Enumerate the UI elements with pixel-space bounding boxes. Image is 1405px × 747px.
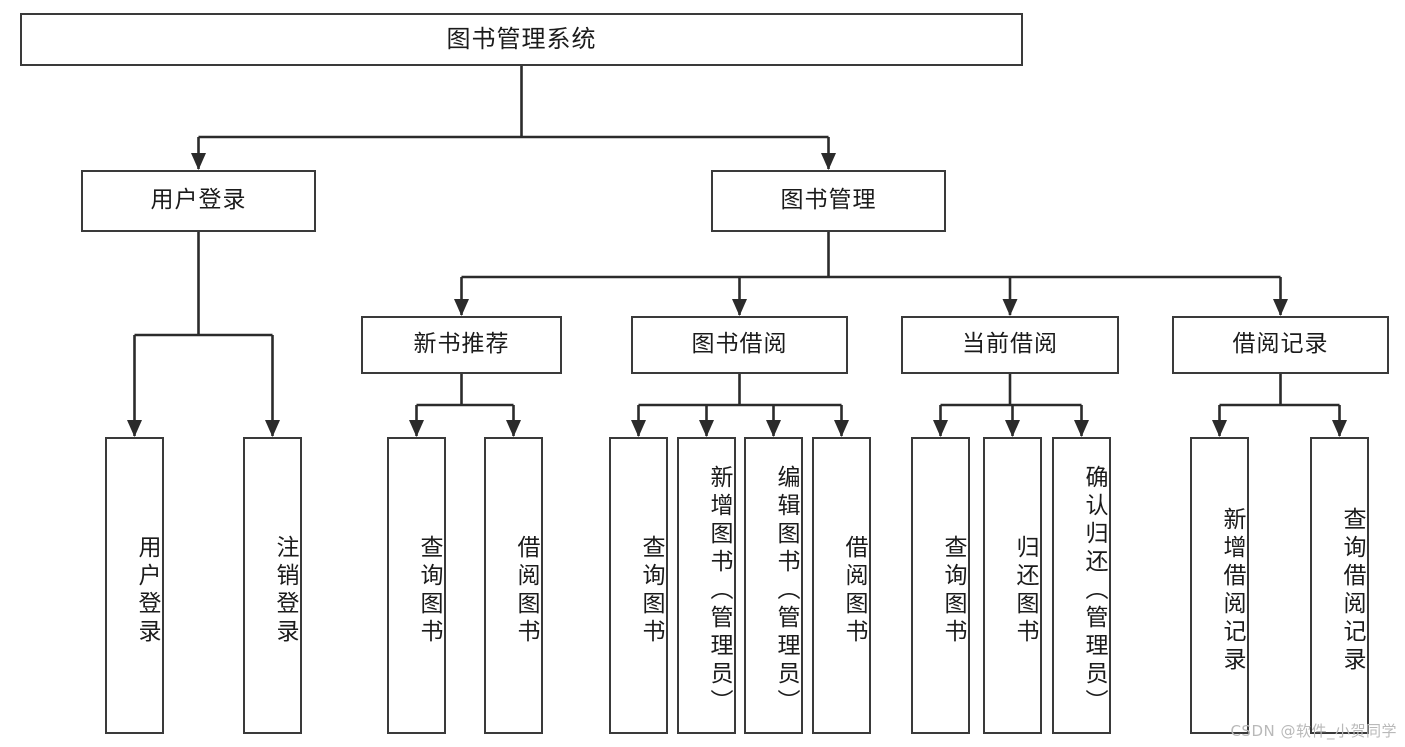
node-label: 新书推荐 [413, 331, 510, 358]
node-l2d[interactable]: 借阅记录 [1172, 316, 1389, 374]
arrow-f13 [1332, 420, 1347, 437]
node-f4[interactable]: 借阅图书 [484, 437, 543, 734]
node-f13[interactable]: 查询借阅记录 [1310, 437, 1369, 734]
node-label: 图书管理 [780, 187, 877, 214]
node-l2b[interactable]: 图书借阅 [631, 316, 848, 374]
arrow-f5 [631, 420, 646, 437]
node-label: 用户登录 [134, 534, 160, 647]
node-label: 图书管理系统 [446, 25, 597, 54]
node-l1b[interactable]: 图书管理 [711, 170, 946, 232]
node-f6[interactable]: 新增图书（管理员） [677, 437, 736, 734]
arrow-l2d [1273, 299, 1288, 316]
node-l2c[interactable]: 当前借阅 [901, 316, 1119, 374]
node-f12[interactable]: 新增借阅记录 [1190, 437, 1249, 734]
node-label: 查询借阅记录 [1339, 506, 1365, 675]
arrow-l2b [732, 299, 747, 316]
node-f10[interactable]: 归还图书 [983, 437, 1042, 734]
node-label: 新增图书（管理员） [706, 464, 732, 717]
node-f11[interactable]: 确认归还（管理员） [1052, 437, 1111, 734]
node-label: 查询图书 [940, 534, 966, 647]
node-f7[interactable]: 编辑图书（管理员） [744, 437, 803, 734]
arrow-f6 [699, 420, 714, 437]
arrow-f11 [1074, 420, 1089, 437]
node-label: 归还图书 [1012, 534, 1038, 647]
arrow-f9 [933, 420, 948, 437]
arrow-f3 [409, 420, 424, 437]
node-f2[interactable]: 注销登录 [243, 437, 302, 734]
node-f5[interactable]: 查询图书 [609, 437, 668, 734]
arrow-f2 [265, 420, 280, 437]
arrow-f10 [1005, 420, 1020, 437]
node-label: 借阅记录 [1232, 331, 1329, 358]
node-label: 借阅图书 [841, 534, 867, 647]
node-label: 新增借阅记录 [1219, 506, 1245, 675]
node-label: 编辑图书（管理员） [773, 464, 799, 717]
node-f3[interactable]: 查询图书 [387, 437, 446, 734]
node-f1[interactable]: 用户登录 [105, 437, 164, 734]
node-f8[interactable]: 借阅图书 [812, 437, 871, 734]
node-label: 查询图书 [416, 534, 442, 647]
arrow-f8 [834, 420, 849, 437]
node-label: 确认归还（管理员） [1081, 464, 1107, 717]
arrow-l2c [1002, 299, 1018, 316]
node-label: 当前借阅 [962, 331, 1058, 358]
node-root[interactable]: 图书管理系统 [20, 13, 1023, 66]
arrow-f1 [127, 420, 142, 437]
arrow-f12 [1212, 420, 1227, 437]
node-label: 图书借阅 [691, 331, 788, 358]
node-label: 注销登录 [272, 534, 298, 647]
node-l2a[interactable]: 新书推荐 [361, 316, 562, 374]
node-label: 查询图书 [638, 534, 664, 647]
arrow-f7 [766, 420, 781, 437]
arrow-l2a [454, 299, 469, 316]
watermark: CSDN @软件_小贺同学 [1230, 722, 1397, 740]
node-label: 借阅图书 [513, 534, 539, 647]
arrow-f4 [506, 420, 521, 437]
node-l1a[interactable]: 用户登录 [81, 170, 316, 232]
arrow-l1a [191, 153, 206, 170]
arrow-l1b [821, 153, 836, 170]
node-f9[interactable]: 查询图书 [911, 437, 970, 734]
node-label: 用户登录 [150, 187, 247, 214]
